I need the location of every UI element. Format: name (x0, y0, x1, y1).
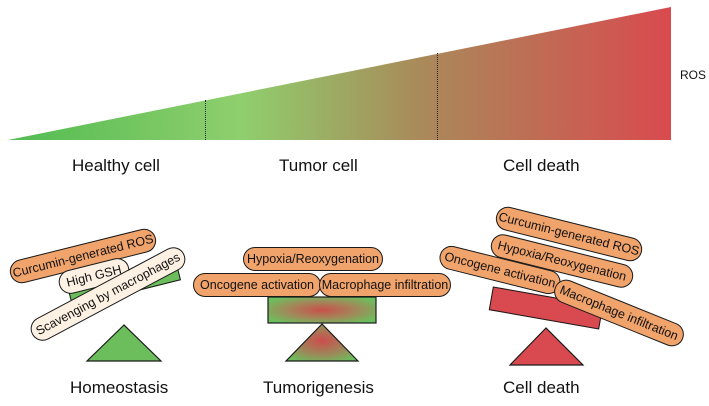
tumor-cell-label: Tumor cell (279, 156, 358, 175)
homeostasis-label: Homeostasis (70, 378, 169, 397)
tumorigenesis-label: Tumorigenesis (263, 378, 374, 397)
tumor-death-divider (437, 53, 438, 140)
healthy-tumor-divider (205, 100, 206, 140)
tumorigenesis-factor-hypoxia: Hypoxia/Reoxygenation (243, 247, 383, 271)
healthy-cell-label: Healthy cell (72, 156, 160, 175)
ros-gradient-wedge (8, 7, 671, 140)
tumorigenesis-factor-macrophage: Macrophage infiltration (319, 273, 451, 297)
ros-label: ROS (680, 68, 707, 82)
cell-death-panel-label: Cell death (503, 378, 580, 397)
tumorigenesis-factor-oncogene: Oncogene activation (193, 273, 321, 297)
tumorigenesis-bar (267, 296, 377, 324)
cell-death-stage-label: Cell death (503, 156, 580, 175)
ros-gradient-triangle (8, 7, 671, 140)
tumorigenesis-fulcrum-shape (284, 323, 360, 362)
